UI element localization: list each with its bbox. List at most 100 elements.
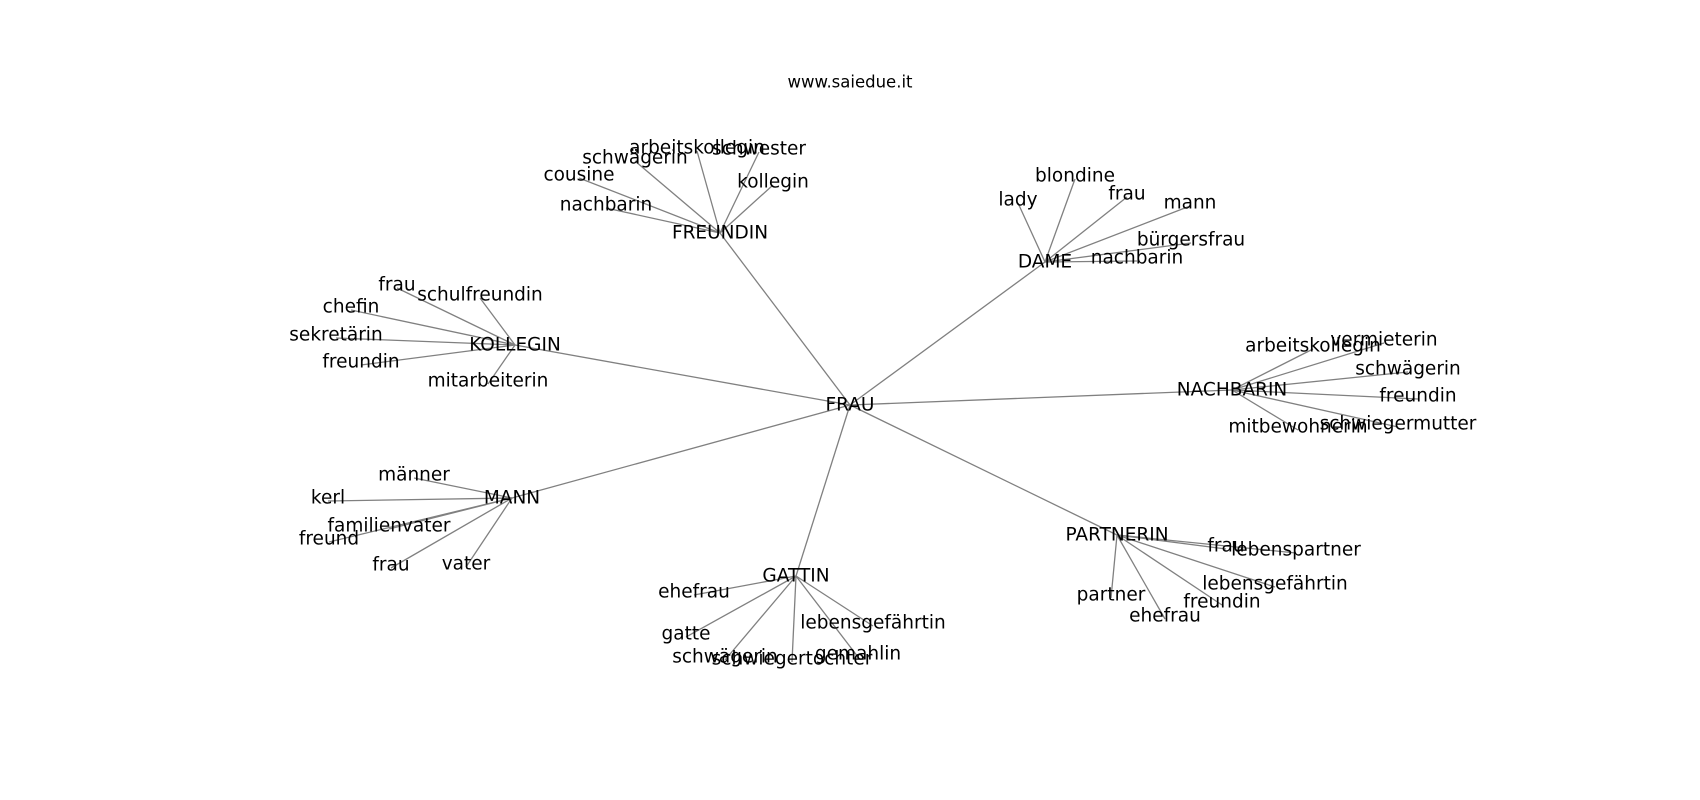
edge-mann-maenner xyxy=(413,477,513,499)
edge-frau-gattin xyxy=(795,404,851,577)
node-dame: DAME xyxy=(1018,252,1072,273)
node-nachbarin-mitbewohnerin: mitbewohnerin xyxy=(1228,417,1367,438)
node-partnerin-ehefrau: ehefrau xyxy=(1129,606,1201,627)
edge-partnerin-partner xyxy=(1110,534,1118,599)
edge-kollegin-mitarbeiterin xyxy=(487,344,516,385)
node-dame-blondine: blondine xyxy=(1035,166,1115,187)
edge-kollegin-frau xyxy=(396,287,516,346)
node-labels: FRAUFREUNDINarbeitskolleginschwesterschw… xyxy=(289,138,1477,670)
edge-nachbarin-arbeitskollegin xyxy=(1231,348,1314,391)
node-partnerin-lebensgefaehrtin: lebensgefährtin xyxy=(1202,574,1347,595)
edge-gattin-gatte xyxy=(685,575,797,638)
edge-mann-freund xyxy=(328,497,513,543)
node-gattin-ehefrau: ehefrau xyxy=(658,582,730,603)
edge-freundin-schwester xyxy=(719,151,760,234)
node-gattin-lebensgefaehrtin: lebensgefährtin xyxy=(800,613,945,634)
edge-gattin-ehefrau xyxy=(693,575,797,596)
node-kollegin-frau: frau xyxy=(378,275,415,296)
node-partnerin-partner: partner xyxy=(1077,585,1146,606)
node-kollegin-chefin: chefin xyxy=(323,297,380,318)
edge-dame-buergersfrau xyxy=(1044,242,1192,263)
node-freundin-cousine: cousine xyxy=(543,165,614,186)
edge-mann-kerl xyxy=(327,497,513,502)
node-freundin-nachbarin: nachbarin xyxy=(560,195,653,216)
node-kollegin-sekretaerin: sekretärin xyxy=(289,325,382,346)
node-gattin-schwaegerin: schwägerin xyxy=(672,647,778,668)
node-nachbarin-schwaegerin: schwägerin xyxy=(1355,359,1461,380)
edge-partnerin-ehefrau xyxy=(1116,534,1166,620)
edge-gattin-schwaegerin xyxy=(724,575,797,661)
edge-frau-partnerin xyxy=(849,404,1118,536)
node-freundin: FREUNDIN xyxy=(672,223,768,244)
edge-mann-frau xyxy=(390,497,513,569)
edge-nachbarin-mitbewohnerin xyxy=(1231,389,1299,431)
edge-freundin-kollegin xyxy=(719,184,774,234)
node-kollegin-freundin: freundin xyxy=(322,352,399,373)
node-nachbarin-freundin: freundin xyxy=(1379,386,1456,407)
node-gattin: GATTIN xyxy=(762,566,829,587)
edge-dame-nachbarin xyxy=(1044,260,1138,263)
node-partnerin-frau: frau xyxy=(1207,536,1244,557)
edge-dame-mann xyxy=(1044,205,1191,263)
node-partnerin-freundin: freundin xyxy=(1183,592,1260,613)
node-mann-familienvater: familienvater xyxy=(328,516,451,537)
edge-kollegin-schulfreundin xyxy=(479,297,516,346)
node-gattin-gemahlin: gemahlin xyxy=(815,644,901,665)
edge-mann-vater xyxy=(465,497,513,568)
node-freundin-schwaegerin: schwägerin xyxy=(582,148,688,169)
node-dame-lady: lady xyxy=(998,190,1037,211)
node-mann-frau: frau xyxy=(372,555,409,576)
edge-frau-mann xyxy=(511,404,851,499)
node-nachbarin-vermieterin: vermieterin xyxy=(1330,330,1437,351)
edge-frau-nachbarin xyxy=(849,389,1233,406)
node-freundin-arbeitskollegin: arbeitskollegin xyxy=(629,138,765,159)
edge-partnerin-freundin xyxy=(1116,534,1223,606)
edges xyxy=(327,150,1419,663)
edge-partnerin-lebensgefaehrtin xyxy=(1116,534,1276,588)
node-dame-frau: frau xyxy=(1108,184,1145,205)
node-mann-vater: vater xyxy=(442,554,491,575)
edge-nachbarin-schwaegerin xyxy=(1231,371,1409,391)
edge-gattin-lebensgefaehrtin xyxy=(795,575,874,627)
edge-nachbarin-freundin xyxy=(1231,389,1419,400)
edge-freundin-schwaegerin xyxy=(634,160,721,234)
node-kollegin-mitarbeiterin: mitarbeiterin xyxy=(428,371,549,392)
edge-kollegin-sekretaerin xyxy=(335,337,516,346)
edge-freundin-arbeitskollegin xyxy=(696,150,721,234)
edge-freundin-nachbarin xyxy=(605,207,721,234)
node-dame-buergersfrau: bürgersfrau xyxy=(1137,230,1245,251)
edge-frau-dame xyxy=(849,261,1046,406)
node-nachbarin-arbeitskollegin: arbeitskollegin xyxy=(1245,336,1381,357)
node-nachbarin-schwiegermutter: schwiegermutter xyxy=(1320,414,1477,435)
edge-frau-freundin xyxy=(719,232,851,406)
node-gattin-gatte: gatte xyxy=(662,624,711,645)
edge-frau-kollegin xyxy=(514,344,851,406)
node-mann: MANN xyxy=(484,488,540,509)
node-gattin-schwiegertochter: schwiegertochter xyxy=(712,649,873,670)
edge-freundin-cousine xyxy=(578,177,721,234)
node-mann-kerl: kerl xyxy=(311,488,345,509)
node-kollegin-schulfreundin: schulfreundin xyxy=(417,285,543,306)
node-freundin-schwester: schwester xyxy=(712,139,806,160)
edge-nachbarin-schwiegermutter xyxy=(1231,389,1399,428)
node-dame-nachbarin: nachbarin xyxy=(1091,248,1184,269)
node-dame-mann: mann xyxy=(1164,193,1217,214)
edge-gattin-gemahlin xyxy=(795,575,859,658)
node-freundin-kollegin: kollegin xyxy=(737,172,809,193)
source-label: www.saiedue.it xyxy=(787,73,913,92)
edge-partnerin-lebenspartner xyxy=(1116,534,1297,554)
node-frau: FRAU xyxy=(826,395,875,416)
node-partnerin: PARTNERIN xyxy=(1065,525,1168,546)
node-kollegin: KOLLEGIN xyxy=(469,335,561,356)
edge-dame-blondine xyxy=(1044,178,1076,263)
node-nachbarin: NACHBARIN xyxy=(1177,380,1288,401)
edge-nachbarin-vermieterin xyxy=(1231,342,1385,391)
edge-kollegin-chefin xyxy=(350,309,516,346)
node-mann-freund: freund xyxy=(299,529,359,550)
edge-kollegin-freundin xyxy=(360,344,516,366)
edge-dame-lady xyxy=(1017,202,1046,263)
node-mann-maenner: männer xyxy=(378,465,450,486)
edge-dame-frau xyxy=(1044,196,1128,263)
edge-gattin-schwiegertochter xyxy=(791,575,797,663)
